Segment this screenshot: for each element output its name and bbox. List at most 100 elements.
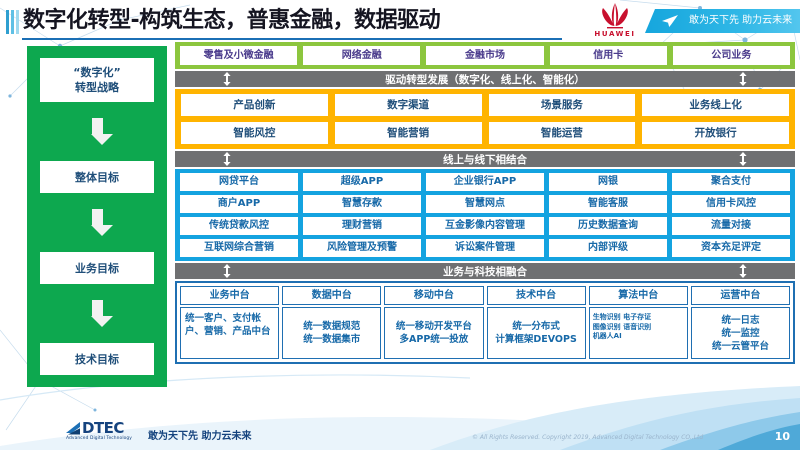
capability-row: 智能风控 智能营销 智能运营 开放银行 (181, 122, 789, 144)
platform-detail: 统一移动开发平台多APP统一投放 (384, 307, 484, 359)
double-arrow-vertical-icon (739, 72, 747, 86)
application-cell[interactable]: 诉讼案件管理 (426, 239, 544, 257)
slogan-banner: 敢为天下先 助力云未来 (645, 9, 800, 33)
application-cell[interactable]: 智能客服 (549, 195, 667, 213)
sidebar-arrow-1 (90, 102, 113, 161)
applications-section: 网贷平台 超级APP 企业银行APP 网银 聚合支付 商户APP 智慧存款 智慧… (175, 169, 795, 261)
divider-online-offline: 线上与线下相结合 (175, 151, 795, 167)
platform-title[interactable]: 移动中台 (384, 286, 484, 305)
transformation-capabilities-section: 产品创新 数字渠道 场景服务 业务线上化 智能风控 智能营销 智能运营 开放银行 (175, 89, 795, 149)
sidebar-item-tech-goal[interactable]: 技术目标 (40, 343, 154, 375)
banner-slogan: 敢为天下先 助力云未来 (689, 15, 793, 26)
application-cell[interactable]: 互联网综合营销 (180, 239, 298, 257)
footer-slogan: 敢为天下先 助力云未来 (148, 431, 252, 442)
application-row: 传统贷款风控 理财营销 互金影像内容管理 历史数据查询 流量对接 (180, 217, 790, 235)
application-cell[interactable]: 商户APP (180, 195, 298, 213)
business-line-cell[interactable]: 信用卡 (549, 46, 667, 65)
platform-title[interactable]: 运营中台 (690, 286, 791, 305)
double-arrow-vertical-icon (223, 152, 231, 166)
capability-cell[interactable]: 智能营销 (334, 122, 482, 144)
copyright-notice: © All Rights Reserved. Copyright 2019, A… (472, 434, 704, 441)
dtec-logo: DTEC Advanced Digital Technology (66, 421, 144, 442)
business-line-cell[interactable]: 零售及小微金融 (180, 46, 298, 65)
platform-column: 运营中台 统一日志统一监控统一云管平台 (690, 286, 791, 359)
platform-detail: 统一日志统一监控统一云管平台 (690, 307, 791, 359)
strategy-sidebar: “数字化”转型战略 整体目标 业务目标 技术目标 (27, 46, 167, 387)
arrow-down-icon (90, 209, 113, 236)
platform-detail: 生物识别 电子存证图像识别 语音识别机器人AI (588, 307, 688, 359)
platform-column: 数据中台 统一数据规范统一数据集市 (282, 286, 382, 359)
capability-cell[interactable]: 场景服务 (488, 94, 636, 116)
main-content-stack: 零售及小微金融 网络金融 金融市场 信用卡 公司业务 驱动转型发展（数字化、线上… (175, 42, 795, 364)
application-cell[interactable]: 资本充足评定 (672, 239, 790, 257)
platform-title[interactable]: 业务中台 (180, 286, 280, 305)
page-title: 数字化转型-构筑生态，普惠金融，数据驱动 (23, 8, 441, 33)
application-cell[interactable]: 理财营销 (303, 217, 421, 235)
capability-cell[interactable]: 产品创新 (181, 94, 328, 116)
capability-cell[interactable]: 业务线上化 (642, 94, 789, 116)
sidebar-item-label: “数字化”转型战略 (73, 66, 121, 94)
page-number: 10 (774, 430, 790, 443)
sidebar-item-label: 技术目标 (75, 352, 119, 366)
double-arrow-vertical-icon (223, 72, 231, 86)
business-line-cell[interactable]: 金融市场 (426, 46, 544, 65)
platform-detail: 统一分布式计算框架DEVOPS (486, 307, 586, 359)
application-row: 互联网综合营销 风险管理及预警 诉讼案件管理 内部评级 资本充足评定 (180, 239, 790, 257)
application-row: 网贷平台 超级APP 企业银行APP 网银 聚合支付 (180, 173, 790, 191)
platform-column: 业务中台 统一客户、支付帐户、营销、产品中台 (180, 286, 280, 359)
huawei-logo: HUAWEI (588, 2, 642, 40)
platform-title[interactable]: 数据中台 (282, 286, 382, 305)
application-cell[interactable]: 内部评级 (549, 239, 667, 257)
huawei-flower-icon (602, 3, 628, 29)
divider-business-tech-fusion: 业务与科技相融合 (175, 263, 795, 279)
title-underline (22, 38, 562, 40)
application-cell[interactable]: 流量对接 (672, 217, 790, 235)
application-cell[interactable]: 网贷平台 (180, 173, 298, 191)
capability-cell[interactable]: 数字渠道 (334, 94, 482, 116)
business-line-cell[interactable]: 网络金融 (303, 46, 421, 65)
application-cell[interactable]: 互金影像内容管理 (426, 217, 544, 235)
sidebar-item-business-goal[interactable]: 业务目标 (40, 252, 154, 284)
application-cell[interactable]: 风险管理及预警 (303, 239, 421, 257)
application-cell[interactable]: 传统贷款风控 (180, 217, 298, 235)
dtec-triangle-icon (66, 421, 80, 434)
divider-label: 驱动转型发展（数字化、线上化、智能化） (385, 73, 585, 86)
sidebar-item-strategy[interactable]: “数字化”转型战略 (40, 58, 154, 102)
slide-body: “数字化”转型战略 整体目标 业务目标 技术目标 (0, 42, 800, 407)
capability-row: 产品创新 数字渠道 场景服务 业务线上化 (181, 94, 789, 116)
application-cell[interactable]: 智慧存款 (303, 195, 421, 213)
capability-cell[interactable]: 智能运营 (488, 122, 636, 144)
capability-cell[interactable]: 开放银行 (642, 122, 789, 144)
arrow-down-icon (90, 300, 113, 327)
dtec-tagline: Advanced Digital Technology (66, 436, 133, 441)
sidebar-item-label: 业务目标 (75, 261, 119, 275)
platform-detail: 统一客户、支付帐户、营销、产品中台 (180, 307, 280, 359)
business-line-cell[interactable]: 公司业务 (672, 46, 791, 65)
slide-footer (0, 407, 800, 450)
application-cell[interactable]: 聚合支付 (672, 173, 790, 191)
application-cell[interactable]: 信用卡风控 (672, 195, 790, 213)
business-lines-row: 零售及小微金融 网络金融 金融市场 信用卡 公司业务 (180, 46, 791, 65)
capability-cell[interactable]: 智能风控 (181, 122, 328, 144)
divider-label: 业务与科技相融合 (443, 265, 527, 278)
dtec-wordmark: DTEC (82, 419, 124, 437)
application-cell[interactable]: 超级APP (303, 173, 421, 191)
application-cell[interactable]: 企业银行APP (426, 173, 544, 191)
application-row: 商户APP 智慧存款 智慧网点 智能客服 信用卡风控 (180, 195, 790, 213)
paper-plane-icon (662, 15, 678, 27)
application-cell[interactable]: 智慧网点 (426, 195, 544, 213)
arrow-down-icon (90, 118, 113, 145)
application-cell[interactable]: 网银 (549, 173, 667, 191)
application-cell[interactable]: 历史数据查询 (549, 217, 667, 235)
double-arrow-vertical-icon (739, 264, 747, 278)
platform-detail: 统一数据规范统一数据集市 (282, 307, 382, 359)
platform-column: 技术中台 统一分布式计算框架DEVOPS (486, 286, 586, 359)
platform-title[interactable]: 算法中台 (588, 286, 688, 305)
middle-platform-section: 业务中台 统一客户、支付帐户、营销、产品中台 数据中台 统一数据规范统一数据集市… (175, 281, 795, 364)
sidebar-arrow-3 (90, 284, 113, 343)
double-arrow-vertical-icon (223, 264, 231, 278)
sidebar-item-overall-goal[interactable]: 整体目标 (40, 161, 154, 193)
platform-title[interactable]: 技术中台 (486, 286, 586, 305)
slide-header: 数字化转型-构筑生态，普惠金融，数据驱动 HUAWEI 敢为天下先 助力云未来 (0, 0, 800, 42)
